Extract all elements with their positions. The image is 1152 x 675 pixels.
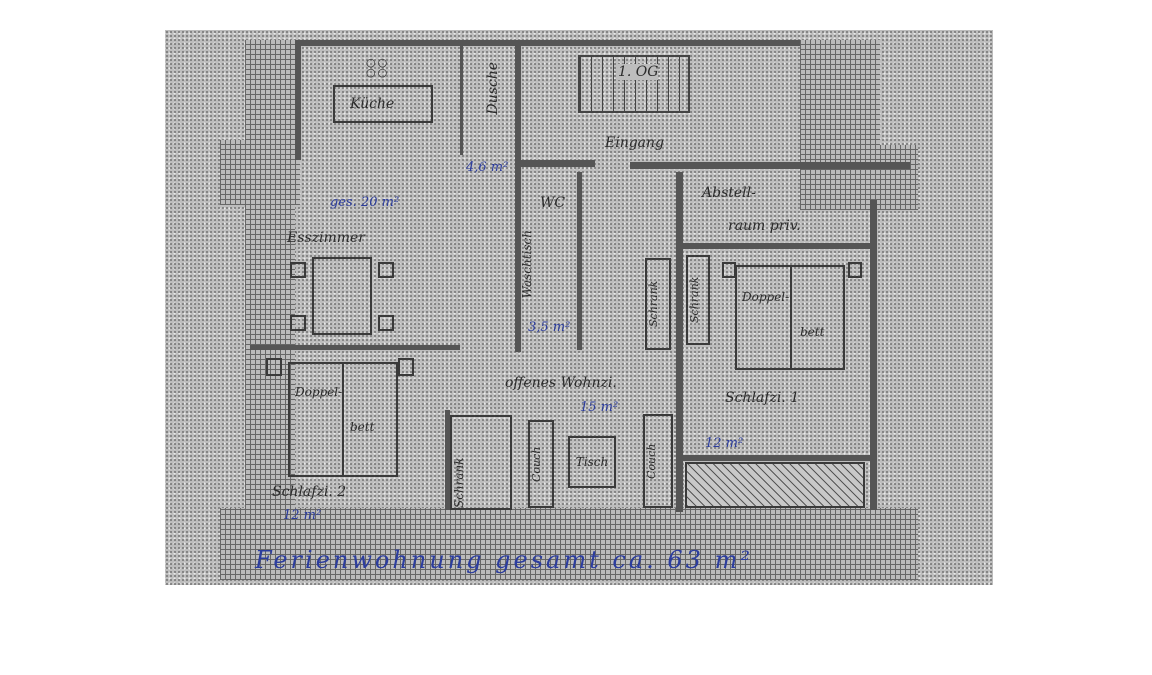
bed-label: Doppel-	[295, 385, 343, 399]
coffee-table: Tisch	[568, 436, 616, 488]
washbasin-label: Waschtisch	[520, 230, 534, 299]
wardrobe: Schrank	[686, 255, 710, 345]
bed-divider	[342, 362, 344, 477]
bedroom1-area: 12 m²	[705, 436, 744, 451]
wc-area: 3,5 m²	[528, 320, 571, 335]
chair	[290, 262, 306, 278]
chair	[290, 315, 306, 331]
wall	[515, 160, 595, 167]
bed-label: bett	[800, 325, 825, 339]
nightstand	[266, 358, 282, 376]
nightstand	[722, 262, 736, 278]
living-label: offenes Wohnzi.	[505, 375, 617, 391]
bedroom2-label: Schlafzi. 2	[272, 484, 347, 500]
wall	[630, 162, 910, 169]
wall	[515, 40, 521, 160]
floor-label: 1. OG	[618, 64, 659, 80]
living-area: 15 m²	[580, 400, 619, 415]
plan-title: Ferienwohnung gesamt ca. 63 m²	[255, 546, 753, 574]
wall	[515, 167, 521, 352]
wall	[295, 40, 301, 160]
bed-label: Doppel-	[742, 290, 790, 304]
bed-label: bett	[350, 420, 375, 434]
dining-total-area: ges. 20 m²	[330, 195, 400, 210]
wall	[683, 243, 873, 249]
stove-icon: ○○○○	[366, 56, 390, 79]
kitchen-label: Küche	[350, 96, 395, 112]
chair	[378, 262, 394, 278]
left-balcony	[245, 40, 295, 510]
right-stair-landing	[800, 145, 918, 210]
shower-label: Dusche	[485, 62, 501, 115]
wall	[683, 455, 873, 461]
entrance-label: Eingang	[605, 135, 665, 151]
wall	[445, 410, 450, 510]
wall	[870, 200, 877, 510]
left-stair-landing	[220, 140, 300, 205]
nightstand	[848, 262, 862, 278]
wall	[577, 172, 582, 350]
wall	[676, 172, 683, 512]
wall	[295, 40, 800, 46]
storage-label-2: raum priv.	[728, 218, 801, 234]
bottom-balcony	[220, 508, 918, 580]
bedroom1-label: Schlafzi. 1	[725, 390, 800, 406]
bed-divider	[790, 265, 792, 370]
wardrobe-bedroom1	[685, 462, 865, 508]
wc-label: WC	[540, 195, 566, 211]
wall	[460, 40, 463, 155]
storage-label: Abstell-	[702, 185, 756, 201]
nightstand	[398, 358, 414, 376]
kitchen-counter	[333, 85, 433, 123]
wall	[250, 345, 460, 350]
chair	[378, 315, 394, 331]
dining-label: Esszimmer	[287, 230, 365, 246]
dining-table	[312, 257, 372, 335]
bedroom2-area: 12 m²	[283, 508, 322, 523]
shower-area: 4,6 m²	[466, 160, 509, 175]
wardrobe: Schrank	[645, 258, 671, 350]
couch: Couch	[643, 414, 673, 508]
wardrobe: Schrank	[450, 415, 512, 510]
couch: Couch	[528, 420, 554, 508]
